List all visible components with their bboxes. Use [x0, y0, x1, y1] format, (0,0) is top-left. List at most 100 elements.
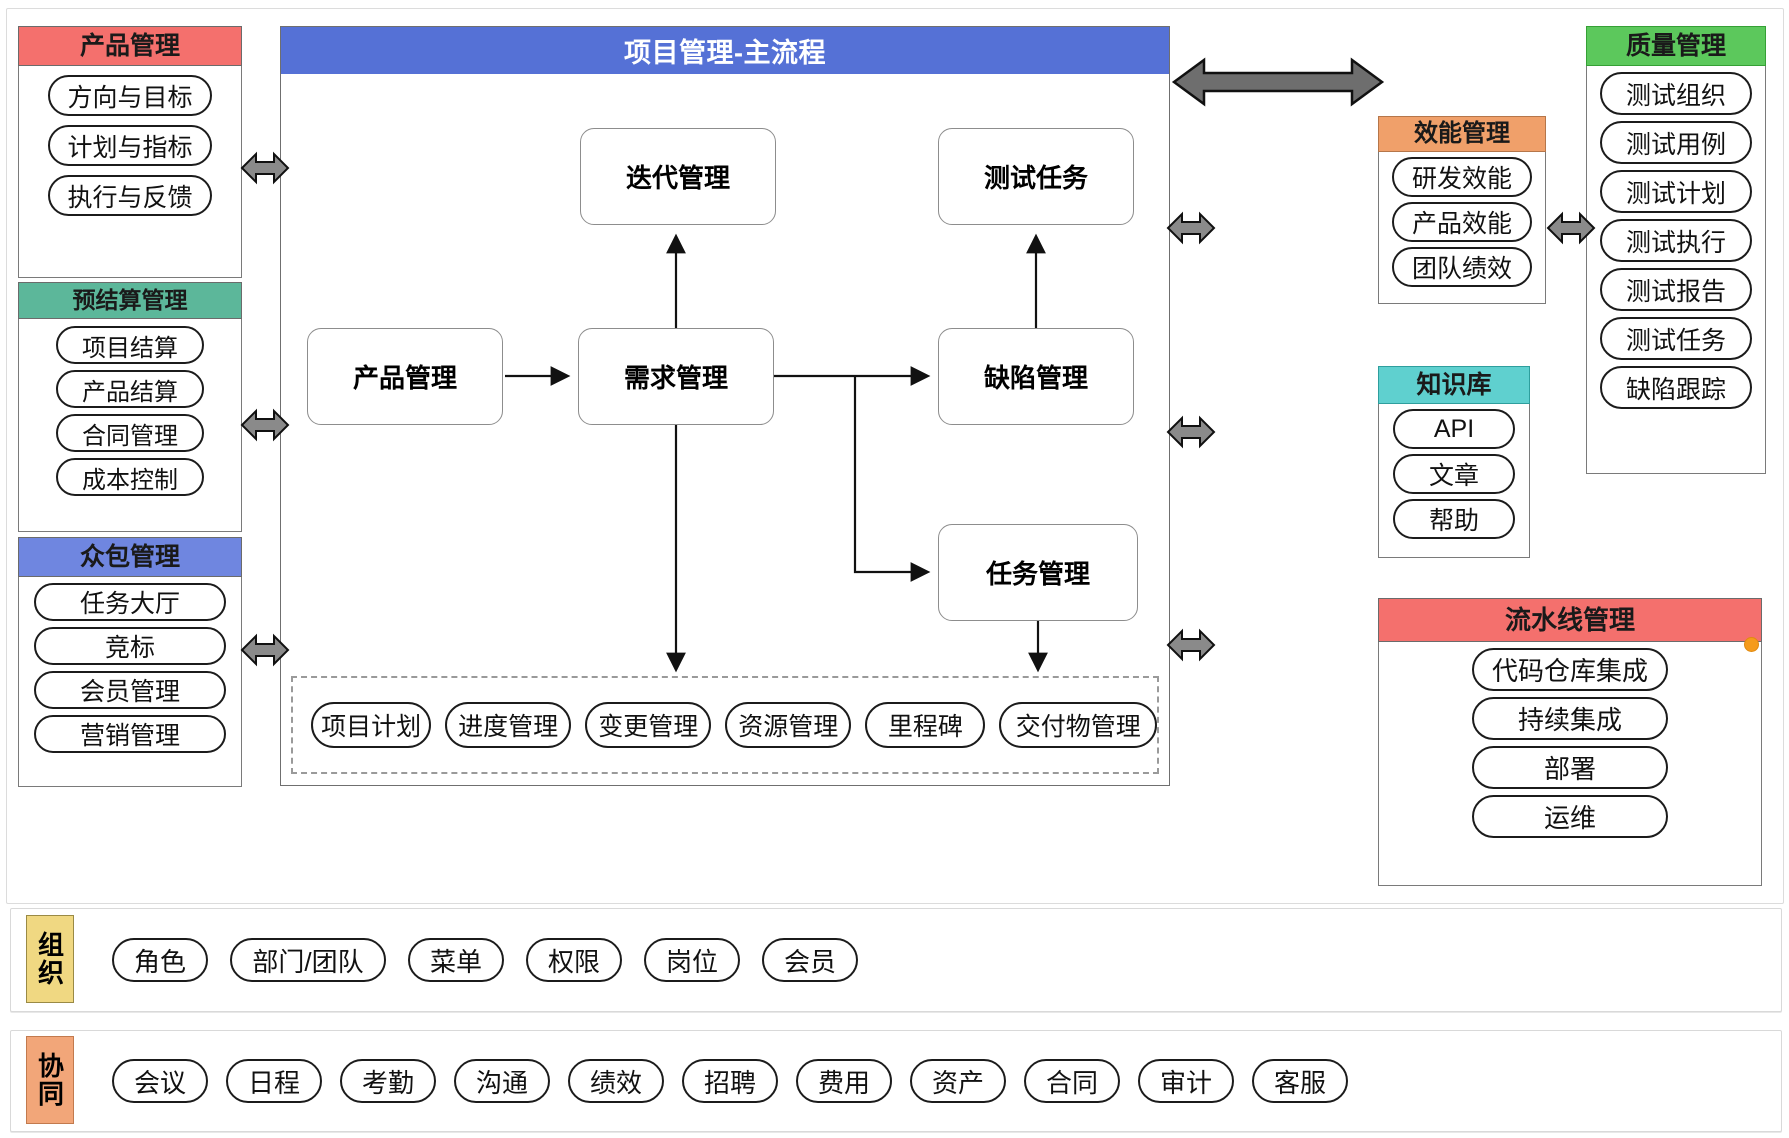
- subitem-pill[interactable]: 资源管理: [725, 702, 852, 748]
- flow-node-iteration[interactable]: 迭代管理: [580, 128, 776, 225]
- pill-item[interactable]: 项目结算: [56, 326, 204, 364]
- row-tag-label: 组织: [34, 931, 65, 987]
- pill-label: 测试计划: [1625, 179, 1726, 208]
- flow-node-label: 缺陷管理: [983, 363, 1088, 393]
- pill-label: 计划与指标: [67, 133, 193, 162]
- flow-node-label: 产品管理: [352, 363, 457, 393]
- pill-item[interactable]: 计划与指标: [48, 125, 212, 166]
- pill-label: 合同管理: [82, 422, 178, 450]
- subitem-pill[interactable]: 变更管理: [585, 702, 712, 748]
- pill-label: 客服: [1273, 1067, 1326, 1098]
- pill-item[interactable]: 产品结算: [56, 370, 204, 408]
- flow-node-requirement[interactable]: 需求管理: [578, 328, 774, 425]
- flow-node-label: 测试任务: [983, 163, 1088, 193]
- flow-node-test-task[interactable]: 测试任务: [938, 128, 1134, 225]
- pill-item[interactable]: 竞标: [34, 627, 226, 665]
- pill-item[interactable]: 测试计划: [1600, 170, 1752, 213]
- row-item-pill[interactable]: 费用: [796, 1059, 892, 1103]
- row-item-pill[interactable]: 资产: [910, 1059, 1006, 1103]
- panel-quality[interactable]: 质量管理 测试组织 测试用例 测试计划 测试执行 测试报告 测试任务 缺陷跟踪: [1586, 26, 1766, 474]
- flow-node-label: 迭代管理: [625, 163, 730, 193]
- pill-item[interactable]: 测试执行: [1600, 219, 1752, 262]
- panel-crowdsourcing[interactable]: 众包管理 任务大厅 竞标 会员管理 营销管理: [18, 537, 242, 787]
- panel-body-crowdsourcing: 任务大厅 竞标 会员管理 营销管理: [18, 577, 242, 787]
- pill-item[interactable]: 测试用例: [1600, 121, 1752, 164]
- flow-node-product[interactable]: 产品管理: [307, 328, 503, 425]
- pill-label: 成本控制: [82, 466, 178, 494]
- row-item-pill[interactable]: 招聘: [682, 1059, 778, 1103]
- pill-item[interactable]: 运维: [1472, 795, 1668, 838]
- pill-item[interactable]: 持续集成: [1472, 697, 1668, 740]
- row-item-pill[interactable]: 客服: [1252, 1059, 1348, 1103]
- pill-label: 测试执行: [1625, 228, 1726, 257]
- pill-item[interactable]: 执行与反馈: [48, 175, 212, 216]
- pill-item[interactable]: 团队绩效: [1392, 247, 1532, 287]
- subitem-pill[interactable]: 交付物管理: [999, 702, 1157, 748]
- panel-efficiency[interactable]: 效能管理 研发效能 产品效能 团队绩效: [1378, 116, 1546, 304]
- pill-label: 营销管理: [79, 722, 180, 750]
- pill-label: 沟通: [475, 1067, 528, 1098]
- pill-label: 招聘: [703, 1067, 756, 1098]
- pill-item[interactable]: 帮助: [1393, 499, 1515, 539]
- pill-item[interactable]: 会员管理: [34, 671, 226, 709]
- pill-label: 项目结算: [82, 334, 178, 362]
- pill-label: 研发效能: [1411, 165, 1512, 193]
- pill-item[interactable]: 合同管理: [56, 414, 204, 452]
- pill-item[interactable]: 测试任务: [1600, 317, 1752, 360]
- pill-label: 变更管理: [598, 713, 699, 741]
- subitem-pill[interactable]: 项目计划: [311, 702, 432, 748]
- pill-label: 审计: [1159, 1067, 1212, 1098]
- panel-budget-settlement[interactable]: 预结算管理 项目结算 产品结算 合同管理 成本控制: [18, 282, 242, 532]
- pill-label: 项目计划: [321, 713, 422, 741]
- row-item-pill[interactable]: 权限: [526, 938, 622, 982]
- pill-item[interactable]: 文章: [1393, 454, 1515, 494]
- pill-item[interactable]: 任务大厅: [34, 583, 226, 621]
- pill-label: 会员: [783, 946, 836, 977]
- row-item-pill[interactable]: 审计: [1138, 1059, 1234, 1103]
- row-item-pill[interactable]: 日程: [226, 1059, 322, 1103]
- pill-item[interactable]: 缺陷跟踪: [1600, 366, 1752, 409]
- pill-label: 执行与反馈: [67, 183, 193, 212]
- panel-body-quality: 测试组织 测试用例 测试计划 测试执行 测试报告 测试任务 缺陷跟踪: [1586, 66, 1766, 474]
- panel-title: 众包管理: [79, 542, 180, 571]
- pill-item[interactable]: 产品效能: [1392, 202, 1532, 242]
- row-item-pill[interactable]: 会议: [112, 1059, 208, 1103]
- row-item-pill[interactable]: 合同: [1024, 1059, 1120, 1103]
- pill-label: 运维: [1543, 803, 1596, 833]
- pill-label: 考勤: [361, 1067, 414, 1098]
- pill-item[interactable]: 方向与目标: [48, 75, 212, 116]
- pill-label: 进度管理: [458, 713, 559, 741]
- pill-item[interactable]: 研发效能: [1392, 157, 1532, 197]
- pill-item[interactable]: 代码仓库集成: [1472, 648, 1668, 691]
- row-item-pill[interactable]: 会员: [762, 938, 858, 982]
- pill-item[interactable]: 测试组织: [1600, 72, 1752, 115]
- row-item-pill[interactable]: 部门/团队: [230, 938, 386, 982]
- pill-item[interactable]: 成本控制: [56, 458, 204, 496]
- pill-item[interactable]: 部署: [1472, 746, 1668, 789]
- panel-knowledge-base[interactable]: 知识库 API 文章 帮助: [1378, 366, 1530, 558]
- pill-item[interactable]: 测试报告: [1600, 268, 1752, 311]
- pill-label: 绩效: [589, 1067, 642, 1098]
- row-item-pill[interactable]: 菜单: [408, 938, 504, 982]
- pill-label: API: [1433, 414, 1475, 443]
- row-item-pill[interactable]: 绩效: [568, 1059, 664, 1103]
- pill-item[interactable]: 营销管理: [34, 715, 226, 753]
- row-item-pill[interactable]: 考勤: [340, 1059, 436, 1103]
- flow-node-task[interactable]: 任务管理: [938, 524, 1138, 621]
- pill-label: 部署: [1543, 754, 1596, 784]
- pipeline-status-dot: [1744, 637, 1759, 652]
- row-item-pill[interactable]: 岗位: [644, 938, 740, 982]
- row-item-pill[interactable]: 角色: [112, 938, 208, 982]
- bottom-row-org-items: 角色 部门/团队 菜单 权限 岗位 会员: [112, 937, 858, 983]
- panel-body-product-management: 方向与目标 计划与指标 执行与反馈: [18, 66, 242, 278]
- panel-pipeline[interactable]: 流水线管理 代码仓库集成 持续集成 部署 运维: [1378, 598, 1762, 886]
- panel-body-budget-settlement: 项目结算 产品结算 合同管理 成本控制: [18, 319, 242, 532]
- panel-product-management[interactable]: 产品管理 方向与目标 计划与指标 执行与反馈: [18, 26, 242, 278]
- pill-item[interactable]: API: [1393, 409, 1515, 449]
- flow-node-defect[interactable]: 缺陷管理: [938, 328, 1134, 425]
- subitem-pill[interactable]: 里程碑: [865, 702, 986, 748]
- subitem-pill[interactable]: 进度管理: [445, 702, 572, 748]
- row-item-pill[interactable]: 沟通: [454, 1059, 550, 1103]
- pill-label: 岗位: [665, 946, 718, 977]
